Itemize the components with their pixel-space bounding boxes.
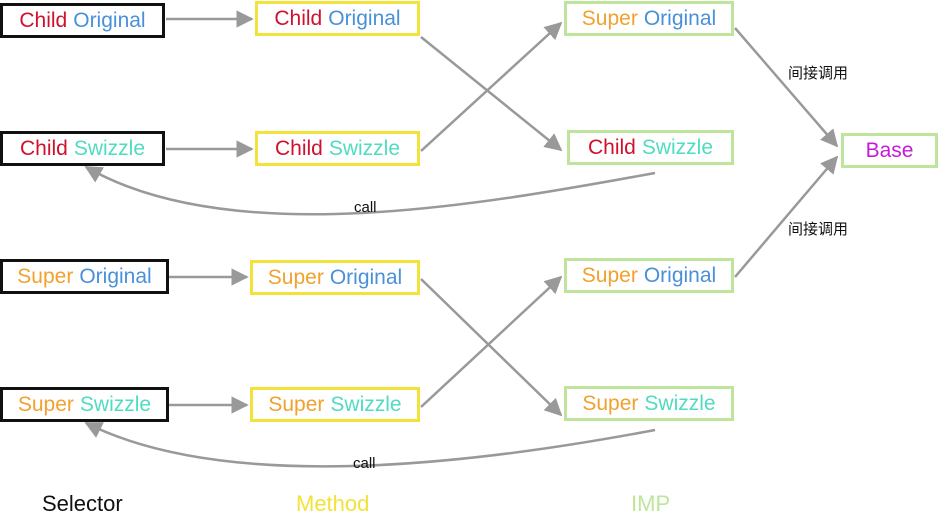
selector-super-swizzle-class: Super	[17, 392, 74, 416]
column-label-imp: IMP	[631, 491, 671, 516]
arrow-method-super-original-to-imp-super-swizzle	[420, 278, 563, 417]
arrow-method-child-swizzle-to-imp-super-original	[420, 21, 563, 152]
selector-super-original: Super Original	[0, 259, 169, 294]
method-child-original-class: Child	[274, 6, 323, 30]
method-super-swizzle-class: Super	[268, 392, 325, 416]
method-child-original: Child Original	[255, 1, 420, 36]
imp-super-original-bottom-name: Original	[643, 263, 717, 287]
selector-child-swizzle-class: Child	[19, 136, 68, 160]
base-node: Base	[841, 133, 938, 168]
imp-super-original-top-class: Super	[581, 6, 638, 30]
indirect-call-label-top: 间接调用	[788, 65, 849, 82]
call-curve-super-swizzle	[84, 421, 656, 468]
selector-child-original-class: Child	[19, 8, 68, 32]
arrow-imp-super-original-to-base-top	[734, 27, 839, 148]
call-label-top: call	[354, 199, 377, 216]
method-super-original-class: Super	[267, 265, 324, 289]
selector-super-swizzle: Super Swizzle	[0, 387, 169, 422]
imp-super-original-bottom-class: Super	[581, 263, 638, 287]
method-super-swizzle-name: Swizzle	[330, 392, 402, 416]
method-child-original-name: Original	[328, 6, 401, 30]
column-label-method: Method	[296, 491, 370, 516]
arrow-imp-super-original-to-base-bottom	[734, 155, 839, 278]
selector-super-swizzle-name: Swizzle	[79, 392, 152, 416]
call-curve-child-swizzle	[84, 165, 656, 216]
imp-super-original-top-name: Original	[643, 6, 717, 30]
imp-child-swizzle: Child Swizzle	[567, 130, 734, 165]
indirect-call-label-bottom: 间接调用	[788, 221, 849, 238]
imp-super-original-bottom: Super Original	[564, 258, 734, 293]
call-label-bottom: call	[353, 455, 376, 472]
arrow-method-super-swizzle-to-imp-super-original	[420, 275, 563, 408]
method-super-original-name: Original	[329, 265, 403, 289]
imp-child-swizzle-name: Swizzle	[641, 135, 714, 159]
method-super-original: Super Original	[250, 260, 420, 295]
selector-child-original: Child Original	[0, 3, 165, 38]
method-child-swizzle-class: Child	[274, 136, 323, 160]
imp-super-swizzle-name: Swizzle	[644, 391, 716, 415]
selector-child-swizzle: Child Swizzle	[0, 131, 165, 166]
imp-super-swizzle: Super Swizzle	[564, 386, 734, 421]
base-label: Base	[865, 138, 914, 162]
imp-super-swizzle-class: Super	[582, 391, 639, 415]
selector-super-original-class: Super	[17, 264, 74, 288]
selector-super-original-name: Original	[79, 264, 152, 288]
imp-child-swizzle-class: Child	[587, 135, 636, 159]
arrow-method-child-original-to-imp-child-swizzle	[420, 36, 563, 152]
imp-super-original-top: Super Original	[564, 1, 734, 36]
method-child-swizzle: Child Swizzle	[255, 131, 420, 166]
method-child-swizzle-name: Swizzle	[328, 136, 401, 160]
selector-child-swizzle-name: Swizzle	[73, 136, 146, 160]
selector-child-original-name: Original	[73, 8, 146, 32]
column-label-selector: Selector	[42, 491, 123, 516]
method-super-swizzle: Super Swizzle	[250, 387, 420, 422]
